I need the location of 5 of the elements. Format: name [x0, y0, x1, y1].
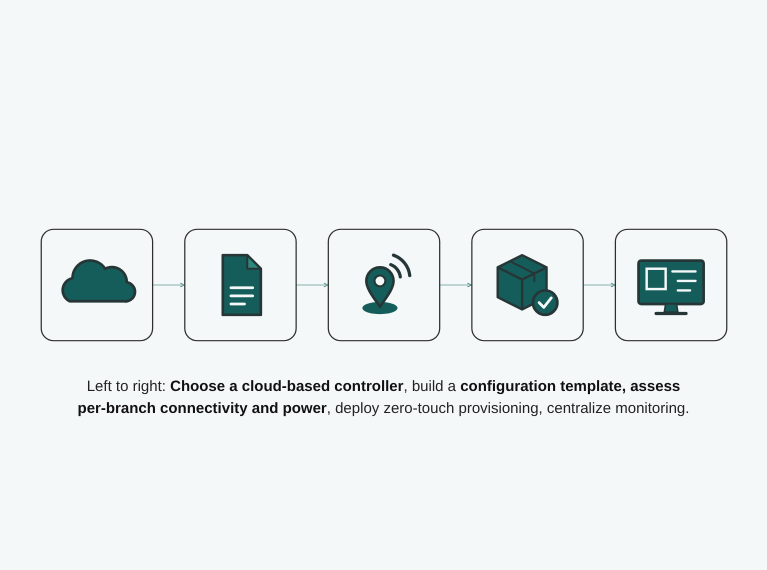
- caption: Left to right: Choose a cloud-based controller, build a configuration template, assess per-branch connectivity and power, deploy zero-touch provisioning, centralize monitoring.: [76, 377, 690, 419]
- arrow: [296, 282, 328, 288]
- arrow: [152, 282, 185, 288]
- arrow: [582, 282, 616, 288]
- arrow: [439, 282, 472, 288]
